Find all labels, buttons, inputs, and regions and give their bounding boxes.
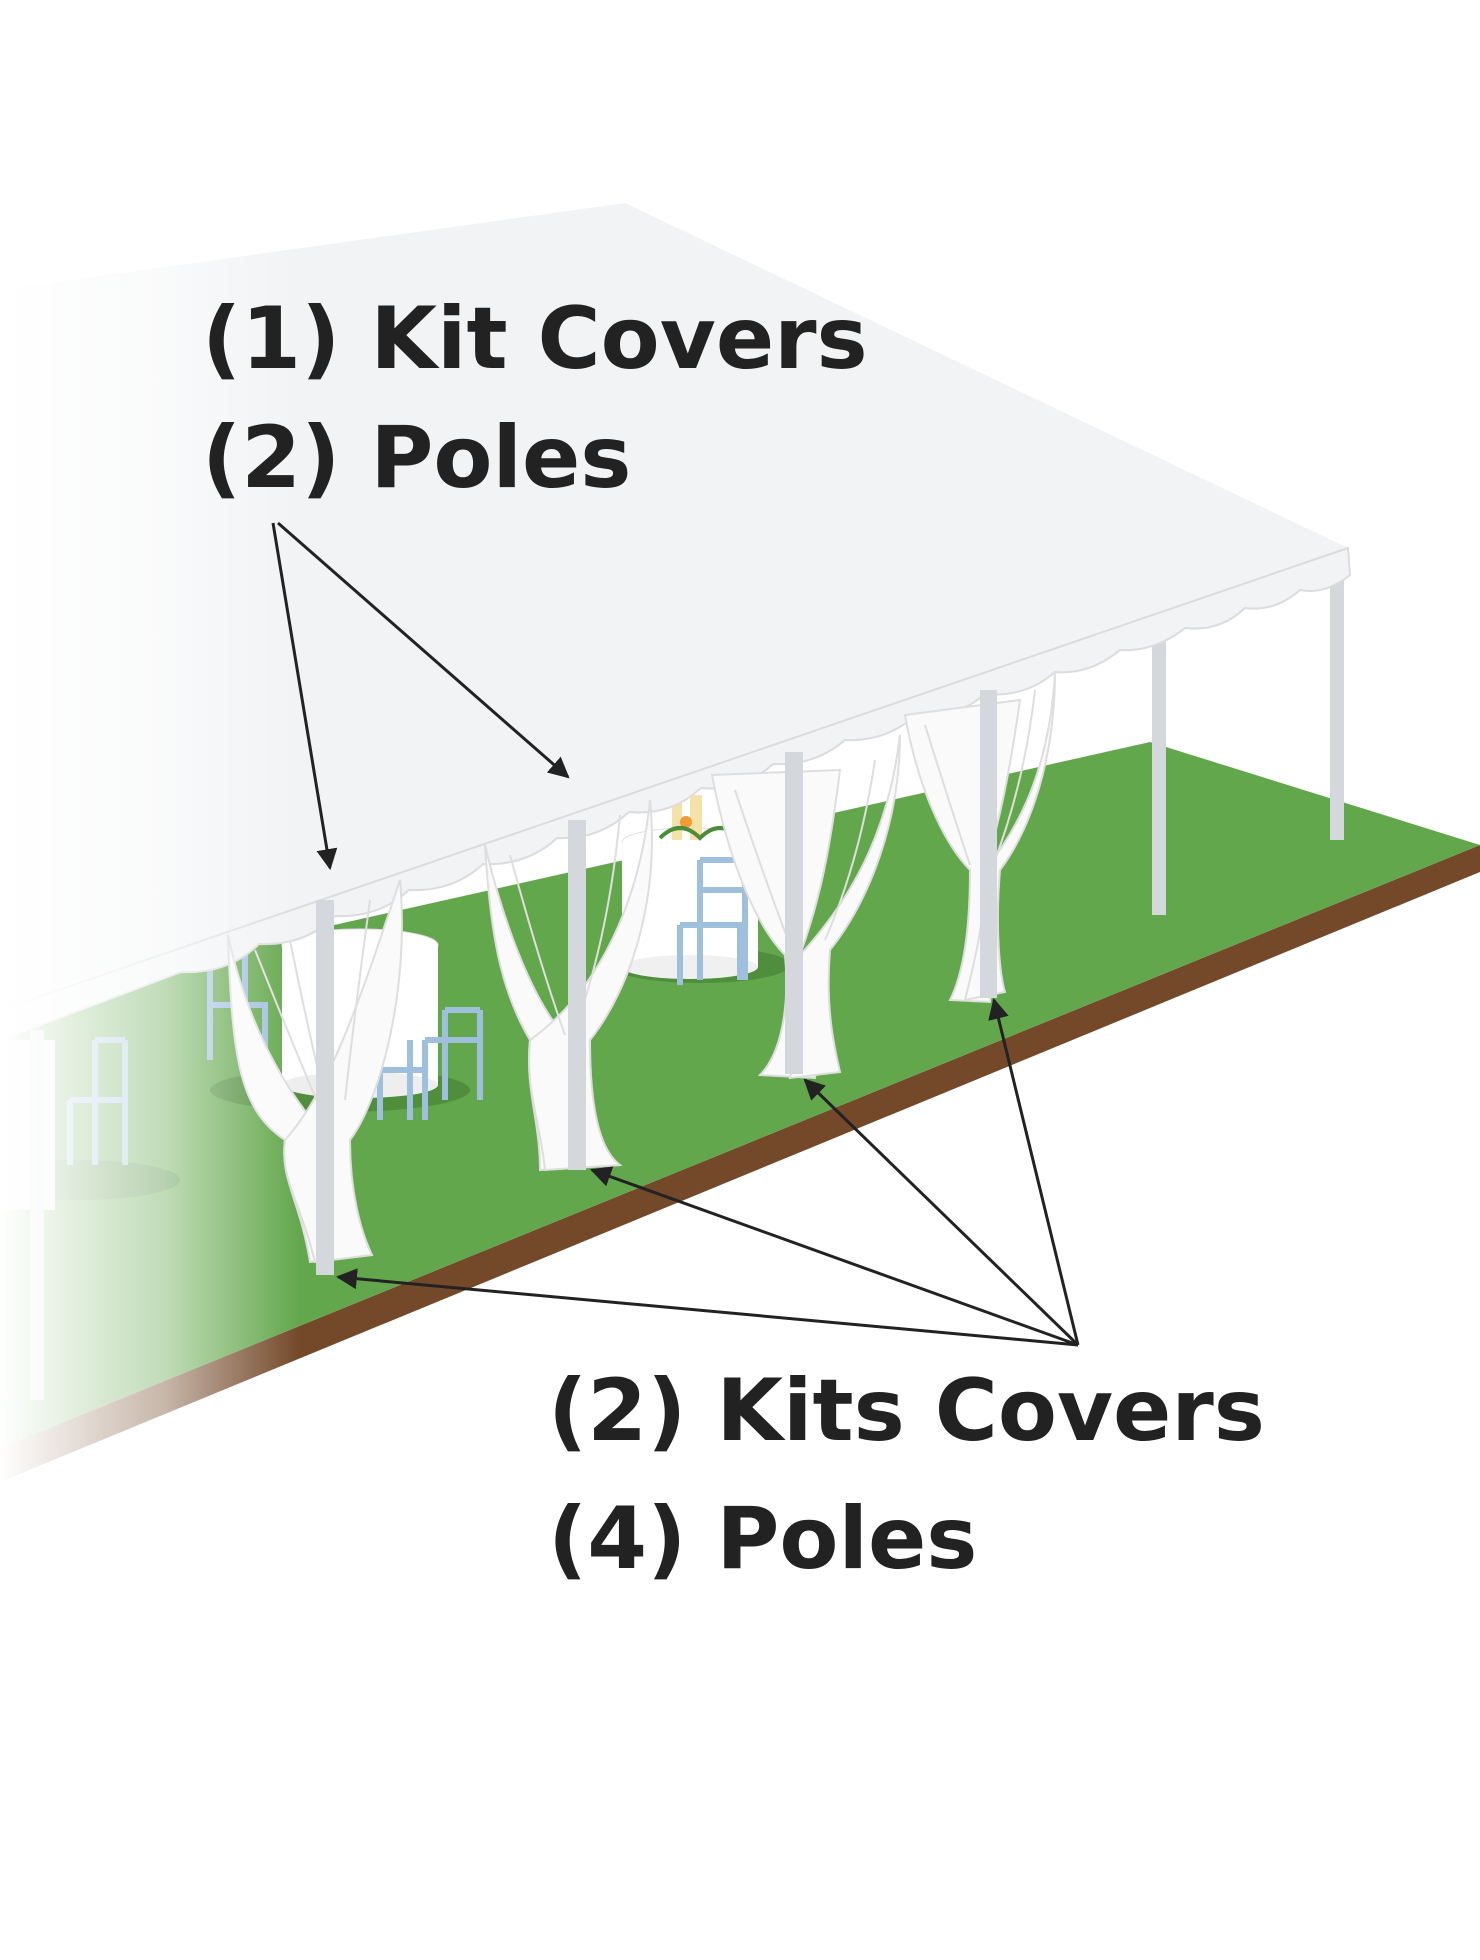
canopy-roof [0, 203, 1348, 1010]
arrow-icon [988, 997, 1080, 1346]
tent-pole-icon [785, 752, 803, 1074]
tent-pole-icon [1330, 550, 1344, 840]
back-poles [1152, 550, 1344, 915]
arrow-icon [803, 1078, 1080, 1347]
curtain-drape-icon [903, 671, 1056, 1004]
top-label-line2: (2) Poles [202, 408, 632, 508]
arrow-icon [590, 1166, 1079, 1347]
grass-floor [0, 742, 1480, 1448]
top-label-line1: (1) Kit Covers [202, 289, 868, 389]
tent-pole-icon [316, 900, 334, 1275]
bottom-label-line2: (4) Poles [548, 1489, 978, 1589]
curtain-drape-icon [710, 734, 901, 1080]
arrow-icon [335, 1268, 1079, 1347]
tent-pole-icon [1152, 620, 1166, 915]
tent-pole-icon [980, 690, 997, 998]
tent-canopy-icon [0, 203, 1352, 1042]
arrow-icon [277, 521, 570, 779]
curtain-drape-icon [484, 799, 653, 1172]
soil-edge [0, 845, 1480, 1482]
chair-icon [677, 857, 748, 985]
curtain-drape-icon [227, 879, 403, 1275]
bottom-label-line1: (2) Kits Covers [548, 1361, 1265, 1461]
arrows [271, 521, 1080, 1347]
canopy-scalloped-valance [0, 546, 1352, 1042]
arrow-icon [271, 522, 338, 871]
ground [0, 742, 1480, 1482]
left-fade-overlay [0, 0, 300, 1960]
tent-pole-icon [568, 820, 586, 1170]
